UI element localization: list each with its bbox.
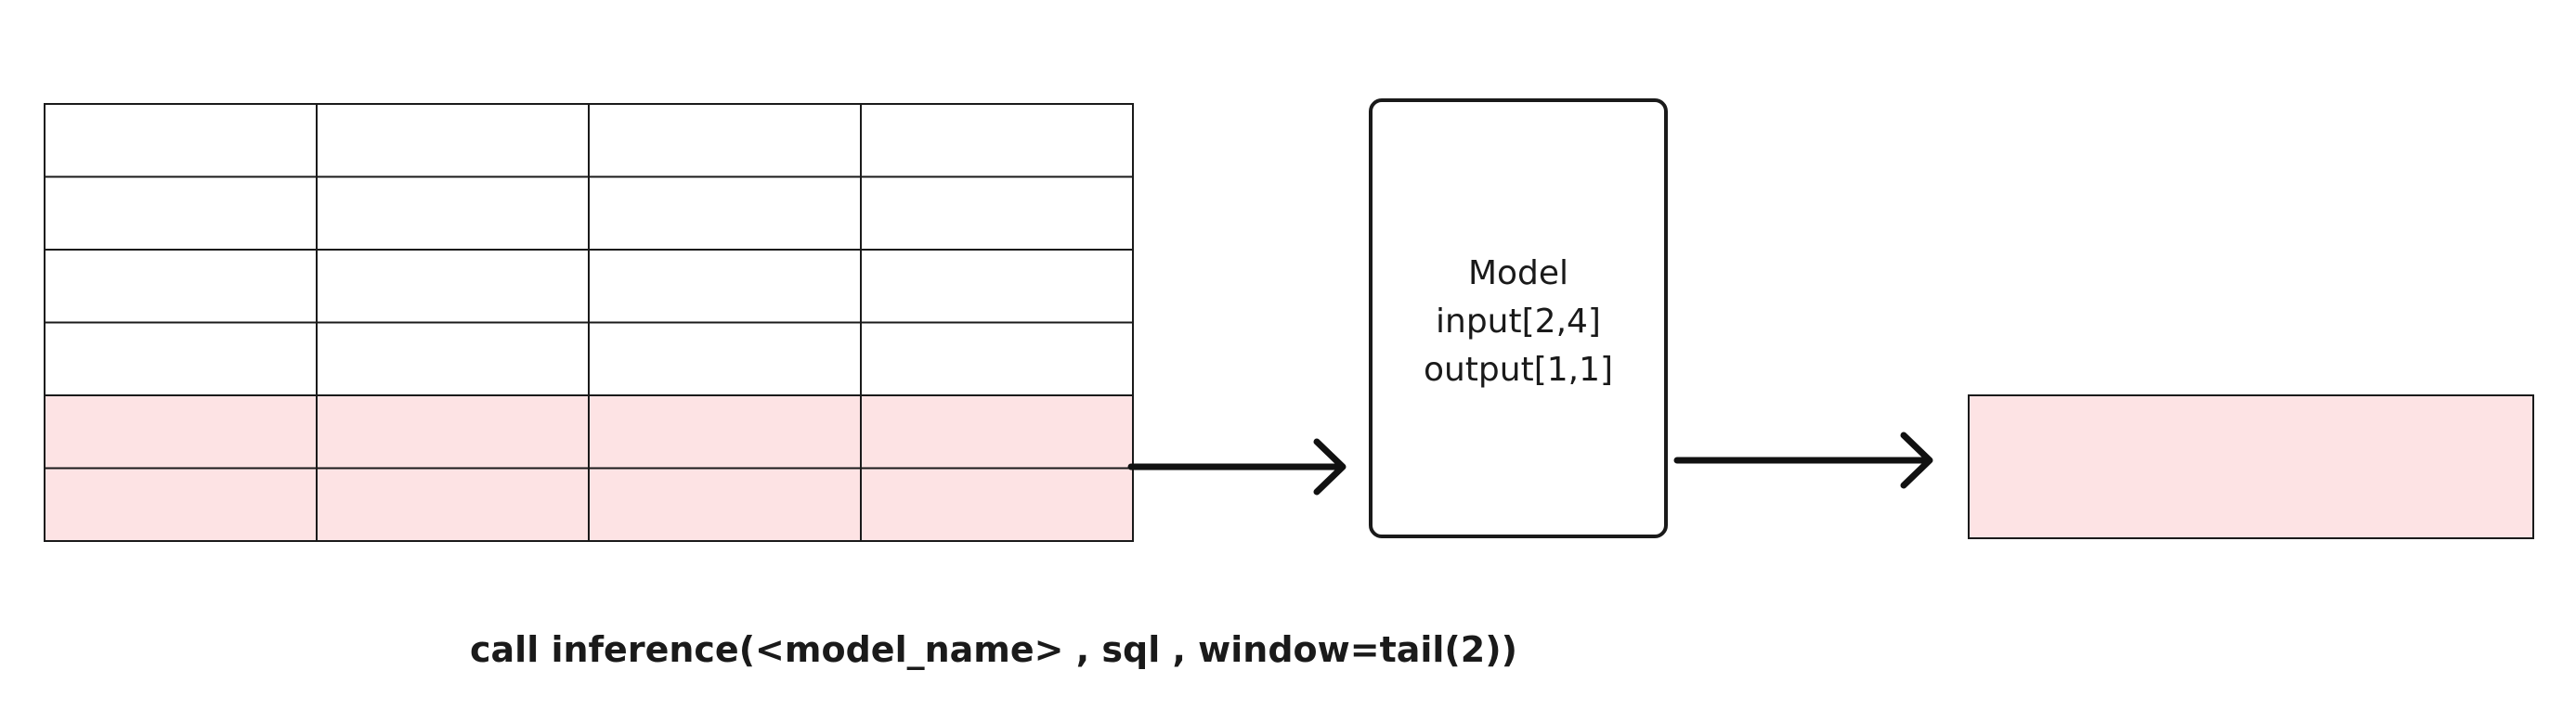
inference-call-caption: call inference(<model_name> , sql , wind… bbox=[470, 629, 1517, 670]
arrow-model-to-output bbox=[1673, 432, 1933, 489]
table-cell bbox=[860, 175, 1134, 251]
table-cell bbox=[588, 175, 862, 251]
table-cell bbox=[860, 103, 1134, 178]
table-cell bbox=[316, 103, 590, 178]
table-cell bbox=[316, 467, 590, 542]
table-cell bbox=[860, 467, 1134, 542]
model-label: Model bbox=[1468, 254, 1568, 292]
arrow-table-to-model bbox=[1127, 438, 1347, 496]
table-cell bbox=[588, 103, 862, 178]
model-input-shape: input[2,4] bbox=[1436, 303, 1601, 341]
table-cell bbox=[588, 321, 862, 396]
table-cell bbox=[44, 249, 318, 324]
table-cell bbox=[588, 467, 862, 542]
table-cell bbox=[44, 175, 318, 251]
model-box: Model input[2,4] output[1,1] bbox=[1369, 98, 1668, 538]
output-box bbox=[1968, 394, 2534, 539]
table-cell bbox=[44, 394, 318, 470]
model-output-shape: output[1,1] bbox=[1424, 351, 1613, 389]
table-cell bbox=[44, 321, 318, 396]
table-cell bbox=[316, 394, 590, 470]
table-cell bbox=[588, 394, 862, 470]
table-cell bbox=[316, 249, 590, 324]
table-cell bbox=[588, 249, 862, 324]
table-cell bbox=[860, 249, 1134, 324]
table-cell bbox=[44, 467, 318, 542]
table-cell bbox=[44, 103, 318, 178]
table-cell bbox=[860, 321, 1134, 396]
table-cell bbox=[316, 175, 590, 251]
input-table bbox=[44, 103, 1134, 542]
table-cell bbox=[316, 321, 590, 396]
table-cell bbox=[860, 394, 1134, 470]
